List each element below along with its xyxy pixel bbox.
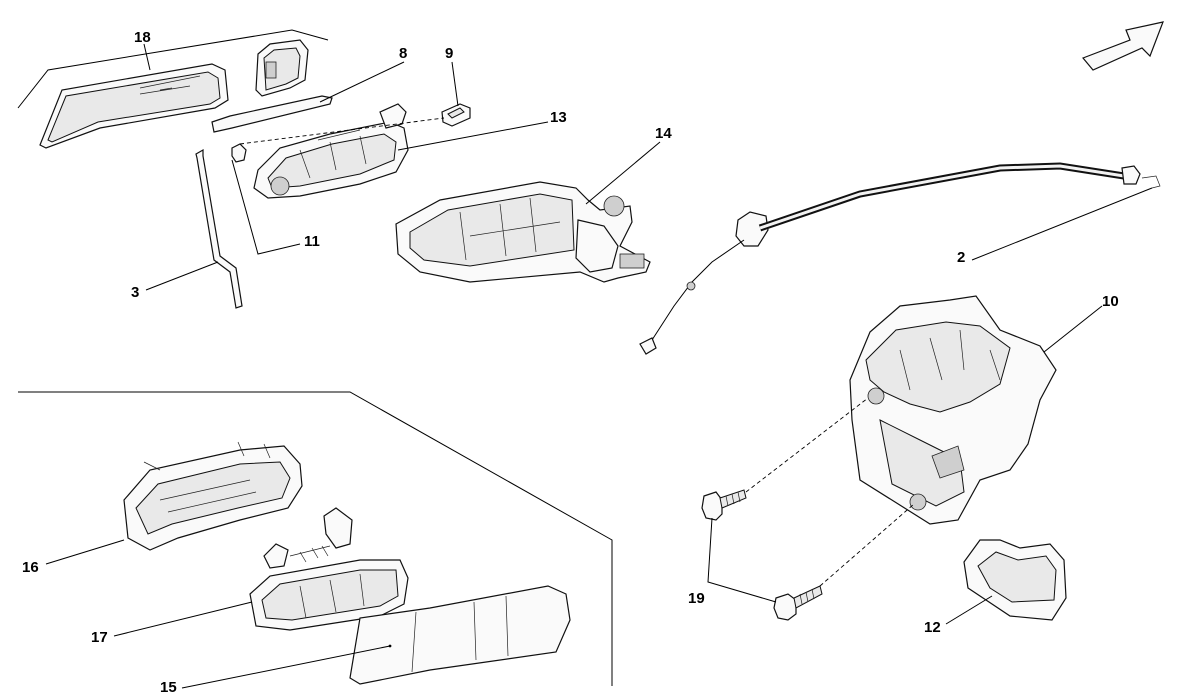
part-3-rod (195, 148, 243, 309)
callout-8: 8 (399, 45, 407, 62)
part-16-handle-base (123, 441, 303, 551)
part-14-handle-carrier (395, 181, 651, 283)
callout-13: 13 (550, 109, 567, 126)
part-8-trim-strip (211, 95, 333, 133)
callout-14: 14 (655, 125, 672, 142)
part-2-bowden-cable (639, 162, 1161, 355)
direction-arrow-icon (1082, 21, 1164, 71)
callout-17: 17 (91, 629, 108, 646)
callout-9: 9 (445, 45, 453, 62)
part-19-screw-1 (701, 489, 747, 521)
part-12-bracket (963, 539, 1067, 621)
callout-15: 15 (160, 679, 177, 694)
part-9-clip (441, 103, 471, 127)
callout-3: 3 (131, 284, 139, 301)
callout-10: 10 (1102, 293, 1119, 310)
callout-2: 2 (957, 249, 965, 266)
callout-11: 11 (304, 233, 320, 250)
lower-group-line (18, 391, 613, 686)
callout-12: 12 (924, 619, 941, 636)
part-13-handle-frame (253, 103, 409, 199)
part-15-handle-cover (349, 585, 571, 685)
callout-16: 16 (22, 559, 39, 576)
part-18-cover-panel (39, 39, 309, 149)
callout-18: 18 (134, 29, 151, 46)
group-bracket-line (17, 29, 329, 109)
part-10-door-lock (849, 295, 1057, 525)
part-11-fastener (231, 143, 247, 163)
callout-19: 19 (688, 590, 705, 607)
part-19-screw-2 (773, 585, 823, 621)
part-17-handle-mechanism (249, 507, 409, 631)
